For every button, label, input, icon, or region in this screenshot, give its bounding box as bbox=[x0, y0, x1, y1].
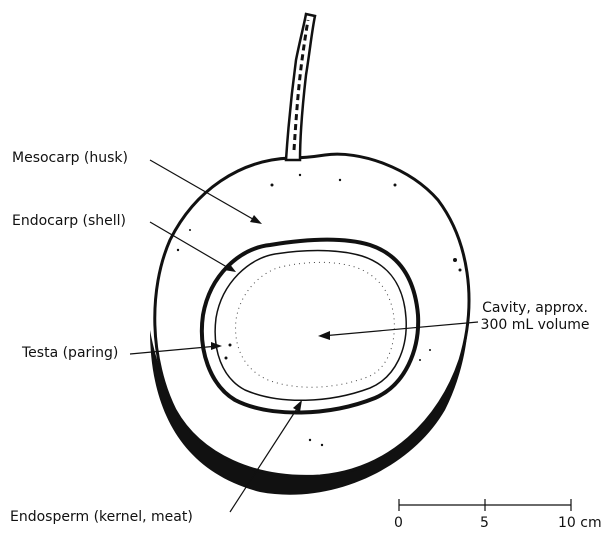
scale-tick-label-10: 10 cm bbox=[558, 515, 602, 531]
scale-tick-label-0: 0 bbox=[394, 515, 403, 531]
cavity-label-line2: 300 mL volume bbox=[460, 317, 610, 334]
testa-label: Testa (paring) bbox=[22, 345, 118, 362]
testa-layer bbox=[215, 251, 406, 401]
scale-tick-label-5: 5 bbox=[480, 515, 489, 531]
cavity-label-line1: Cavity, approx. bbox=[460, 300, 610, 317]
stalk bbox=[286, 14, 315, 160]
mesocarp-label: Mesocarp (husk) bbox=[12, 150, 128, 167]
cavity-label: Cavity, approx. 300 mL volume bbox=[460, 300, 610, 334]
endosperm-label: Endosperm (kernel, meat) bbox=[10, 509, 193, 526]
scale-bar bbox=[399, 499, 571, 511]
endocarp-label: Endocarp (shell) bbox=[12, 213, 126, 230]
